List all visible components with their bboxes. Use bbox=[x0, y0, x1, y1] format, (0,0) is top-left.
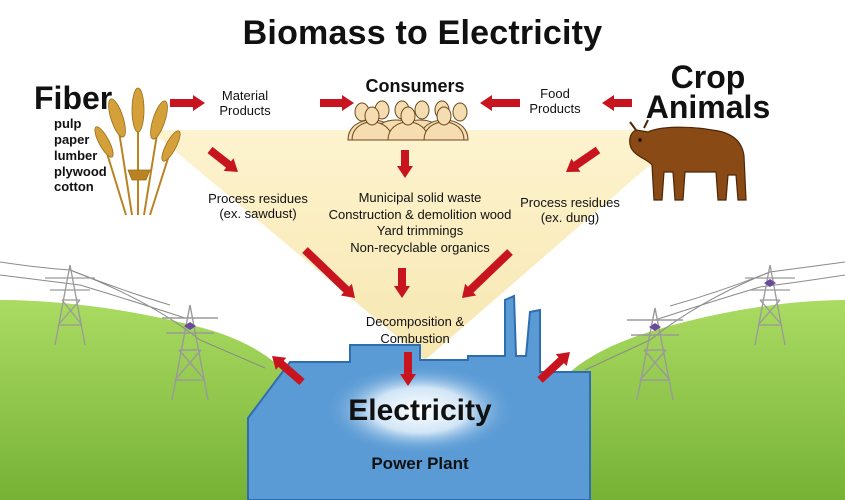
arrow-icon bbox=[320, 95, 354, 111]
process-residues-left-label: Process residues (ex. sawdust) bbox=[178, 191, 338, 222]
cow-icon bbox=[629, 119, 747, 201]
arrows bbox=[170, 95, 632, 386]
power-plant-label: Power Plant bbox=[371, 454, 469, 473]
products-line: Products bbox=[529, 100, 581, 116]
arrow-icon bbox=[537, 352, 570, 383]
arrow-icon bbox=[480, 95, 520, 111]
material-products-label: Material Products bbox=[190, 88, 300, 119]
power-tower-icon bbox=[627, 307, 683, 401]
power-tower-icon bbox=[162, 304, 218, 401]
example-line: (ex. dung) bbox=[540, 209, 600, 225]
fiber-item: plywood bbox=[54, 163, 107, 179]
municipal-line: Non-recyclable organics bbox=[350, 239, 490, 255]
municipal-waste-label: Municipal solid waste Construction & dem… bbox=[300, 190, 540, 257]
fiber-item: pulp bbox=[54, 116, 82, 131]
municipal-line: Construction & demolition wood bbox=[328, 206, 512, 222]
arrow-icon bbox=[207, 146, 238, 172]
crowd-icon bbox=[347, 100, 469, 141]
electricity-label: Electricity bbox=[348, 394, 492, 427]
arrow-icon bbox=[302, 247, 355, 298]
fiber-item: paper bbox=[54, 131, 90, 147]
wheat-icon bbox=[94, 87, 181, 216]
fiber-list: pulp paper lumber plywood cotton bbox=[54, 116, 107, 195]
left-hill bbox=[0, 300, 300, 500]
material-line: Material bbox=[221, 88, 269, 103]
power-tower-icon bbox=[745, 264, 795, 346]
fiber-title: Fiber bbox=[34, 80, 113, 116]
funnel-background bbox=[150, 130, 690, 360]
process-residues-right-label: Process residues (ex. dung) bbox=[500, 195, 640, 226]
animals-label: Animals bbox=[645, 89, 771, 126]
municipal-line: Yard trimmings bbox=[376, 223, 464, 239]
process-residues-line: Process residues bbox=[208, 191, 308, 206]
products-line: Products bbox=[219, 102, 271, 118]
power-plant-icon bbox=[247, 294, 591, 500]
decomposition-line: Decomposition & bbox=[365, 314, 465, 329]
fiber-item: lumber bbox=[54, 147, 98, 163]
arrow-icon bbox=[272, 356, 305, 385]
food-line: Food bbox=[540, 86, 570, 101]
arrow-icon bbox=[397, 150, 413, 178]
consumers-label: Consumers bbox=[365, 76, 465, 96]
arrow-icon bbox=[602, 95, 632, 111]
arrow-icon bbox=[462, 249, 513, 298]
food-products-label: Food Products bbox=[510, 86, 600, 117]
fiber-item: cotton bbox=[54, 179, 94, 195]
arrow-icon bbox=[170, 95, 205, 111]
diagram-title: Biomass to Electricity bbox=[242, 14, 603, 52]
decomposition-label: Decomposition & Combustion bbox=[330, 314, 500, 348]
right-hill bbox=[550, 300, 845, 500]
crop-label: Crop bbox=[670, 59, 746, 95]
municipal-line: Municipal solid waste bbox=[358, 190, 482, 205]
crop-animals-title: Crop Animals bbox=[628, 59, 788, 126]
arrow-icon bbox=[394, 268, 410, 298]
power-tower-icon bbox=[45, 264, 95, 346]
arrow-icon bbox=[400, 352, 416, 386]
combustion-line: Combustion bbox=[380, 330, 450, 346]
process-residues-line: Process residues bbox=[520, 195, 620, 210]
arrow-icon bbox=[566, 146, 601, 172]
example-line: (ex. sawdust) bbox=[219, 205, 297, 221]
